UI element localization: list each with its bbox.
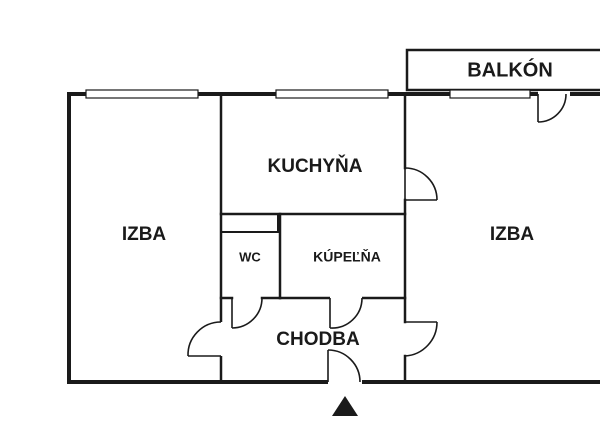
room-label-kupelna: KÚPEĽŇA: [313, 248, 381, 265]
room-label-kuchyna: KUCHYŇA: [268, 155, 363, 177]
door-balcony-arc: [537, 93, 567, 123]
balcony: BALKÓN: [405, 48, 600, 92]
entrance-arrow-icon: [332, 396, 358, 416]
balcony-label: BALKÓN: [467, 57, 553, 81]
door-kuchyna-arc: [404, 167, 438, 201]
room-label-chodba: CHODBA: [276, 329, 360, 350]
window-izba-left: [85, 89, 199, 99]
window-izba-right: [449, 89, 531, 99]
balcony-outline: [405, 48, 600, 92]
doors: [187, 91, 570, 385]
shaft: [220, 213, 279, 233]
door-entrance-arc: [327, 349, 361, 383]
door-wc-arc: [231, 297, 263, 329]
room-labels: IZBA KUCHYŇA WC KÚPEĽŇA CHODBA IZBA: [122, 155, 535, 350]
windows: [85, 89, 531, 99]
room-label-izba-right: IZBA: [490, 224, 535, 245]
room-label-wc: WC: [239, 249, 261, 264]
door-izba-right-arc: [404, 321, 438, 357]
door-kupelna-arc: [329, 297, 363, 329]
room-label-izba-left: IZBA: [122, 224, 167, 245]
door-izba-left-arc: [187, 321, 222, 357]
window-kuchyna: [275, 89, 389, 99]
